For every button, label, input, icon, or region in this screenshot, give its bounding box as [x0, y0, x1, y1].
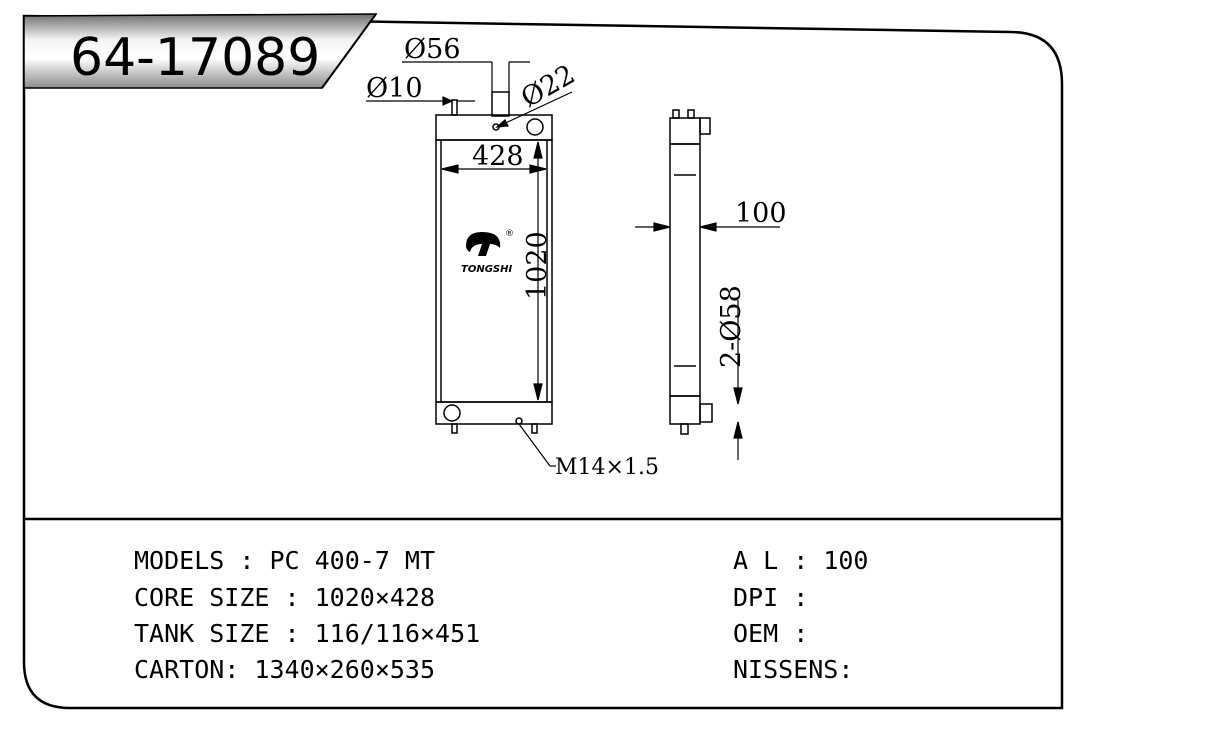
- spec-dpi: DPI :: [733, 583, 824, 612]
- side-view: [669, 109, 713, 435]
- dim-inlet-outlet: [733, 300, 743, 460]
- label-thickness: 100: [735, 198, 787, 229]
- dim-d22: [495, 91, 573, 128]
- front-view: [435, 91, 553, 434]
- spec-nissens: NISSENS:: [733, 655, 854, 684]
- label-height: 1020: [522, 231, 553, 300]
- spec-models: MODELS : PC 400-7 MT: [134, 546, 436, 575]
- spec-core-size: CORE SIZE : 1020×428: [134, 583, 436, 612]
- spec-carton: CARTON: 1340×260×535: [134, 655, 436, 684]
- label-d10: Ø10: [366, 73, 423, 104]
- dim-d10: [366, 96, 475, 106]
- dim-height: [533, 141, 543, 401]
- label-thread: M14×1.5: [555, 455, 659, 480]
- outer-frame: [22, 14, 1064, 710]
- tongshi-logo: ® TONGSHI: [461, 229, 514, 275]
- spec-tank-size: TANK SIZE : 116/116×451: [134, 619, 481, 648]
- spec-oem: OEM :: [733, 619, 824, 648]
- dim-thickness: [635, 222, 780, 232]
- spec-al: A L : 100: [733, 546, 869, 575]
- label-d22: Ø22: [516, 59, 580, 114]
- svg-text:TONGSHI: TONGSHI: [461, 264, 512, 275]
- label-inlet-outlet: 2-Ø58: [716, 285, 747, 368]
- label-d56: Ø56: [404, 34, 461, 65]
- dim-thread: [518, 423, 556, 467]
- svg-text:®: ®: [505, 229, 514, 239]
- dim-d56: [402, 61, 530, 92]
- label-width: 428: [472, 141, 524, 172]
- part-number: 64-17089: [70, 28, 321, 88]
